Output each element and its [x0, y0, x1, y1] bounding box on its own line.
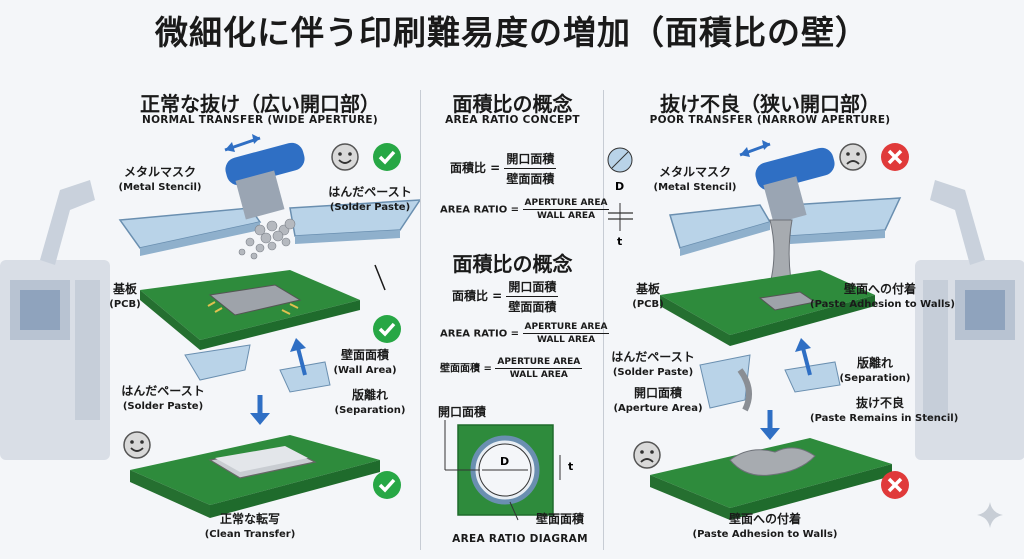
svg-text:D: D — [500, 455, 509, 468]
right-paste-label: はんだペースト(Solder Paste) — [611, 350, 695, 378]
happy-face-icon — [331, 143, 359, 171]
check-icon — [373, 315, 401, 343]
dimension-icon: D t — [607, 147, 633, 248]
divider-right — [603, 90, 604, 550]
diagram-wall-label: 壁面面積 — [535, 512, 584, 526]
left-pcb-label: 基板(PCB) — [109, 282, 141, 310]
cross-icon — [881, 471, 909, 499]
left-paste-top-label: はんだペースト(Solder Paste) — [328, 185, 412, 213]
right-stencil-label: メタルマスク(Metal Stencil) — [653, 165, 737, 193]
left-paste-bottom-label: はんだペースト(Solder Paste) — [121, 384, 205, 412]
left-heading-jp: 正常な抜け（広い開口部） — [140, 92, 380, 116]
formula-jp-fraction: 開口面積壁面面積 — [504, 152, 557, 186]
sad-face-icon — [839, 143, 867, 171]
middle-heading1-en: AREA RATIO CONCEPT — [445, 114, 580, 126]
right-heading-jp: 抜け不良（狭い開口部） — [660, 92, 880, 116]
divider-left — [420, 90, 421, 550]
area-ratio-diagram: D t — [444, 420, 573, 521]
happy-face-icon — [123, 431, 151, 459]
dimension-d-label: D — [615, 180, 624, 193]
sad-face-icon — [633, 441, 661, 469]
check-icon — [373, 143, 401, 171]
cross-icon — [881, 143, 909, 171]
check-icon — [373, 471, 401, 499]
diagram-caption: AREA RATIO DIAGRAM — [452, 533, 588, 545]
right-adhesion-label: 壁面への付着(Paste Adhesion to Walls) — [810, 282, 955, 310]
page-title: 微細化に伴う印刷難易度の増加（面積比の壁） — [155, 13, 869, 52]
svg-text:t: t — [568, 460, 573, 473]
middle-heading1-jp: 面積比の概念 — [452, 92, 573, 116]
left-wall-label: 壁面面積(Wall Area) — [333, 348, 397, 376]
left-result-label: 正常な転写(Clean Transfer) — [204, 512, 296, 540]
right-pcb-label: 基板(PCB) — [632, 282, 664, 310]
diagram-aperture-label: 開口面積 — [438, 405, 487, 419]
sparkle-icon — [977, 502, 1003, 528]
factory-machine-left-illustration — [0, 180, 110, 460]
formula2-jp: 面積比 = 開口面積壁面面積 — [452, 280, 559, 314]
right-remains-label: 抜け不良(Paste Remains in Stencil) — [810, 396, 959, 424]
left-separation-label: 版離れ(Separation) — [334, 388, 406, 416]
formula-jp-lhs: 面積比 = — [450, 161, 501, 175]
right-heading-en: POOR TRANSFER (NARROW APERTURE) — [649, 114, 891, 126]
middle-heading2-jp: 面積比の概念 — [452, 252, 573, 276]
factory-machine-right-illustration — [915, 180, 1024, 460]
dimension-t-label: t — [617, 235, 622, 248]
right-separation-label: 版離れ(Separation) — [839, 356, 911, 384]
right-diagram — [650, 140, 902, 520]
left-stencil-label: メタルマスク(Metal Stencil) — [118, 165, 202, 193]
left-diagram — [118, 134, 420, 518]
right-aperture-label: 開口面積(Aperture Area) — [613, 386, 703, 414]
right-result-label: 壁面への付着(Paste Adhesion to Walls) — [692, 512, 838, 540]
left-heading-en: NORMAL TRANSFER (WIDE APERTURE) — [141, 114, 378, 126]
formula-jp: 面積比 = 開口面積壁面面積 — [450, 150, 557, 187]
